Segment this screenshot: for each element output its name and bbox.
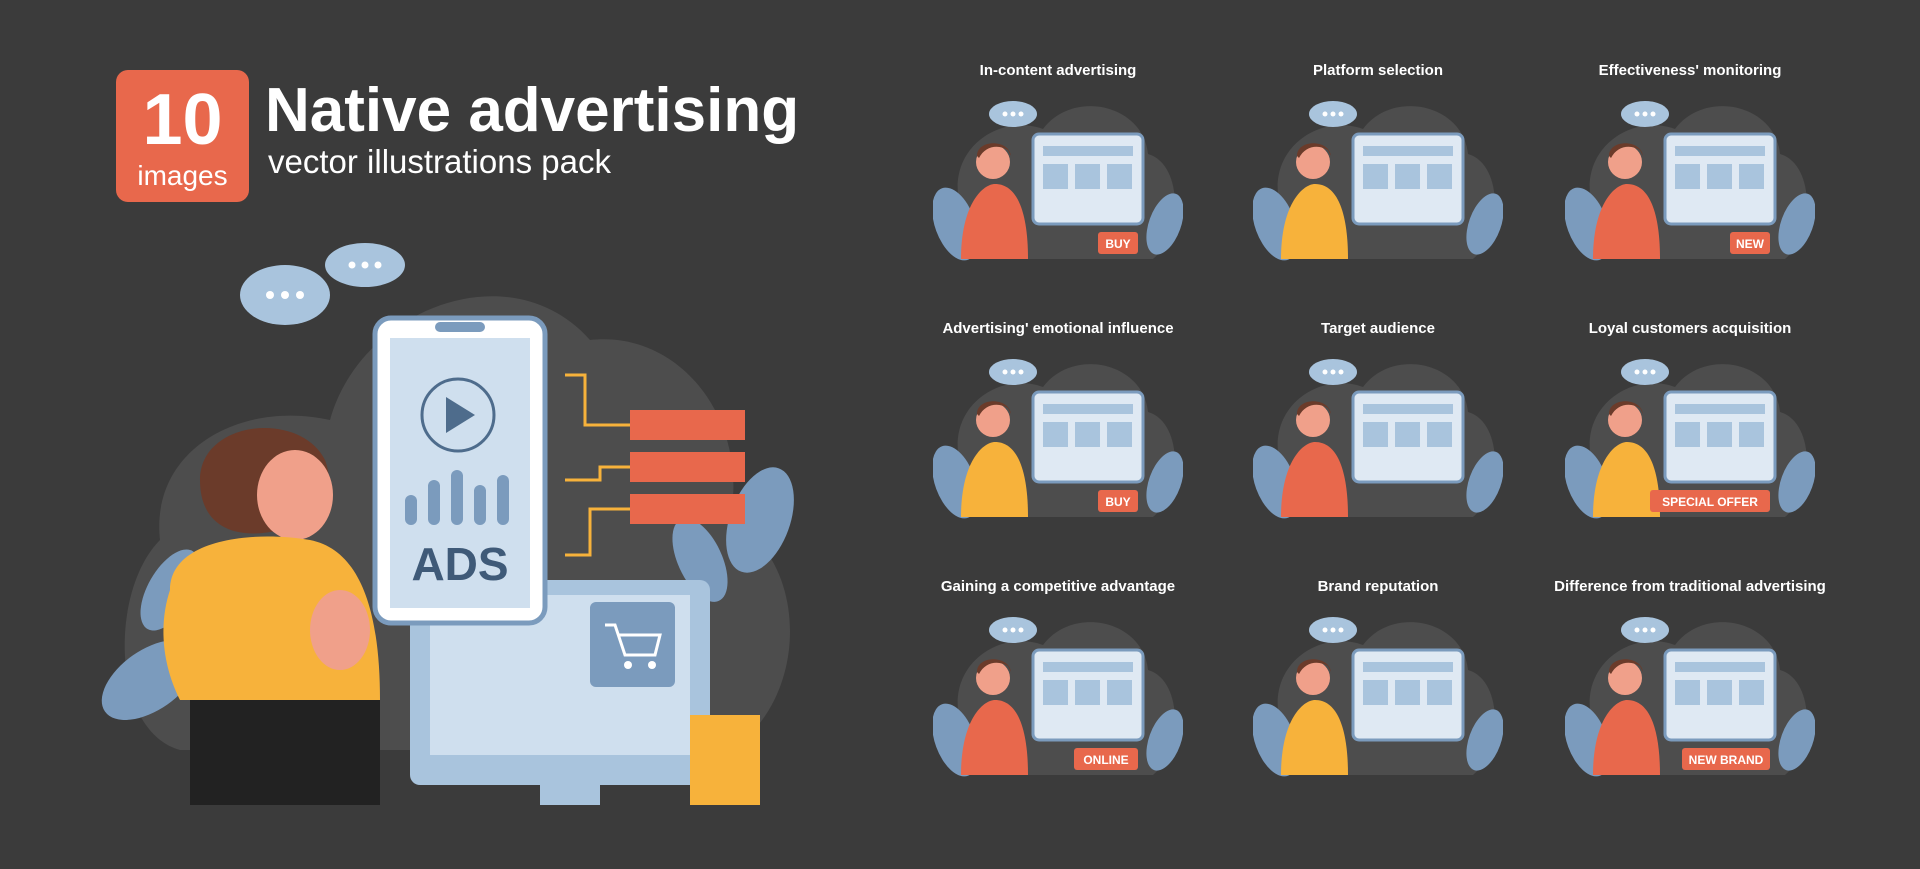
person-head <box>1296 403 1330 437</box>
phone-icon: ADS <box>372 315 548 626</box>
person-body <box>961 442 1028 517</box>
leaf-icon <box>1778 709 1815 771</box>
leaf-icon <box>1146 709 1183 771</box>
tile-tag-label: BUY <box>1105 237 1130 251</box>
tile-illustration: ONLINE <box>933 617 1183 777</box>
ad-bars <box>565 373 745 557</box>
tile-tag-label: NEW <box>1736 237 1765 251</box>
plant-pot-icon <box>690 715 760 805</box>
tile-2: Platform selection <box>1228 62 1528 302</box>
speech-bubble-icon <box>240 243 405 325</box>
tile-illustration: BUY <box>933 101 1183 261</box>
tile-title: Gaining a competitive advantage <box>940 578 1176 595</box>
tile-illustration <box>1253 617 1503 777</box>
tile-title: In-content advertising <box>979 62 1137 79</box>
tile-title: Brand reputation <box>1317 578 1439 595</box>
tile-tag: ONLINE <box>1074 748 1138 770</box>
leaf-right-icon <box>672 467 794 602</box>
tile-tag-label: NEW BRAND <box>1689 753 1764 767</box>
person-head <box>1608 403 1642 437</box>
person-body <box>961 700 1028 775</box>
tile-tag: NEW BRAND <box>1682 748 1770 770</box>
tile-tag-label: BUY <box>1105 495 1130 509</box>
person-body <box>1593 700 1660 775</box>
page-subtitle: vector illustrations pack <box>268 143 611 180</box>
leaf-icon <box>1146 193 1183 255</box>
person-body <box>1281 184 1348 259</box>
person-body <box>1593 442 1660 517</box>
tile-title: Difference from traditional advertising <box>1554 578 1826 595</box>
count-number: 10 <box>142 80 223 160</box>
tile-tag: BUY <box>1098 490 1138 512</box>
hero-illustration: ADS <box>101 243 794 805</box>
tile-illustration: NEW BRAND <box>1565 617 1815 777</box>
woman-figure <box>163 427 380 805</box>
count-badge: 10 images <box>116 70 249 202</box>
tile-tag: SPECIAL OFFER <box>1650 490 1770 512</box>
person-body <box>1281 442 1348 517</box>
person-head <box>1296 145 1330 179</box>
tile-tag-label: SPECIAL OFFER <box>1662 495 1758 509</box>
person-head <box>976 403 1010 437</box>
tile-illustration: SPECIAL OFFER <box>1565 359 1815 519</box>
tile-illustration <box>1253 359 1503 519</box>
leaf-icon <box>1466 193 1503 255</box>
tile-title: Platform selection <box>1312 62 1444 79</box>
person-head <box>976 661 1010 695</box>
person-head <box>1296 661 1330 695</box>
play-icon <box>420 377 496 453</box>
person-body <box>1593 184 1660 259</box>
person-body <box>961 184 1028 259</box>
tile-tag: BUY <box>1098 232 1138 254</box>
leaf-icon <box>1778 193 1815 255</box>
tile-illustration: NEW <box>1565 101 1815 261</box>
leaf-icon <box>1778 451 1815 513</box>
tile-title: Advertising' emotional influence <box>942 320 1174 337</box>
person-head <box>1608 145 1642 179</box>
tile-illustration: BUY <box>933 359 1183 519</box>
tile-5: Target audience <box>1228 320 1528 560</box>
leaf-icon <box>1466 451 1503 513</box>
person-head <box>976 145 1010 179</box>
leaf-icon <box>1146 451 1183 513</box>
tile-tag-label: ONLINE <box>1083 753 1128 767</box>
leaf-icon <box>1466 709 1503 771</box>
tile-title: Target audience <box>1321 320 1435 337</box>
tile-tag: NEW <box>1730 232 1770 254</box>
person-head <box>1608 661 1642 695</box>
count-word: images <box>137 160 228 191</box>
tile-title: Loyal customers acquisition <box>1588 320 1792 337</box>
page-title: Native advertising <box>265 76 800 145</box>
person-body <box>1281 700 1348 775</box>
tile-illustration <box>1253 101 1503 261</box>
tile-title: Effectiveness' monitoring <box>1598 62 1782 79</box>
ads-label: ADS <box>411 538 508 590</box>
tile-8: Brand reputation <box>1228 578 1528 818</box>
